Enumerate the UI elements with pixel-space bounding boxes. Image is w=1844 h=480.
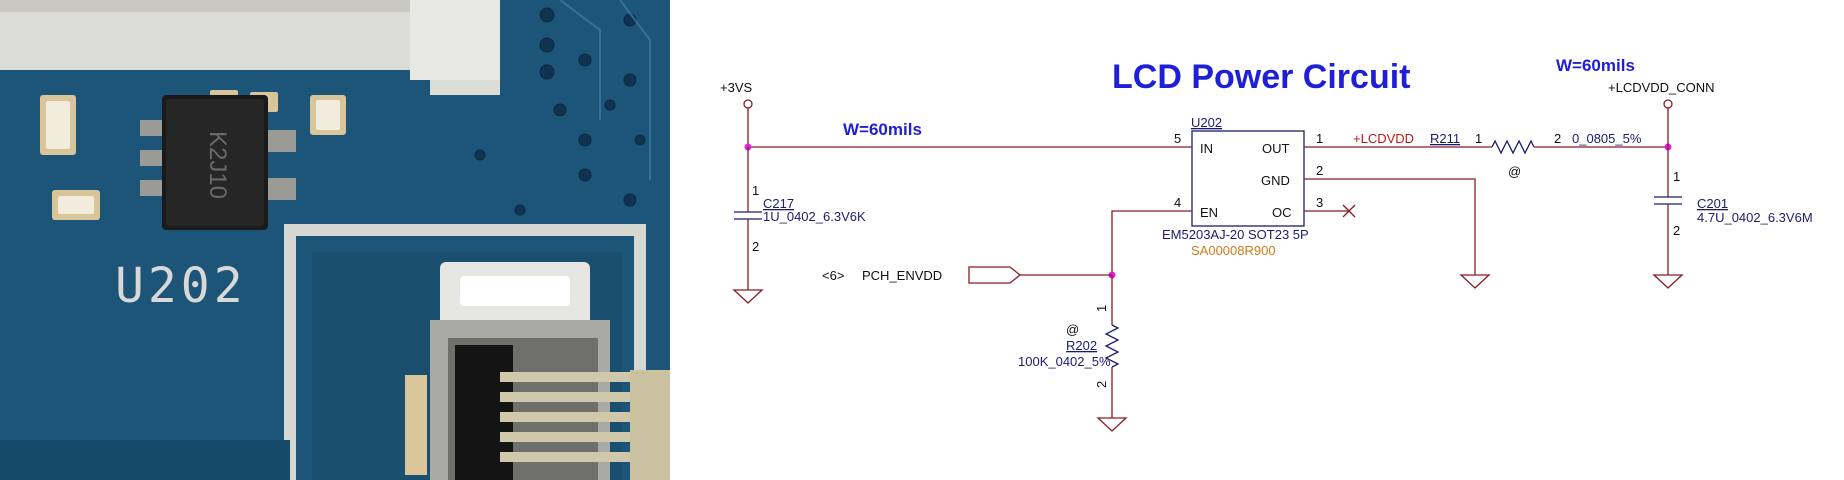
r211-pin1: 1: [1475, 131, 1482, 146]
c217-value: 1U_0402_6.3V6K: [763, 209, 866, 224]
ic-ref: U202: [1191, 115, 1222, 130]
net-lcdvdd-conn-label: +LCDVDD_CONN: [1608, 80, 1715, 95]
ic-u202: U202 IN OUT GND EN OC 5 1 2 4 3 EM5203AJ…: [1162, 115, 1323, 258]
c201-pin1: 1: [1673, 169, 1680, 184]
no-connect-mark: [1342, 204, 1356, 218]
width-note-left: W=60mils: [843, 120, 922, 139]
net-3vs-terminal: [743, 99, 753, 109]
width-note-right: W=60mils: [1556, 56, 1635, 75]
off-sheet-connector: [968, 266, 1022, 284]
ic-pin-gnd: GND: [1261, 173, 1290, 188]
wire-en: [1111, 210, 1192, 275]
c217-ref: C217: [763, 196, 794, 211]
silkscreen-label: U202: [115, 258, 247, 314]
ground-symbol: [1652, 274, 1684, 289]
ic-pin-out: OUT: [1262, 141, 1290, 156]
pch-net-label: PCH_ENVDD: [862, 268, 942, 283]
ic-pinnum-oc: 3: [1316, 195, 1323, 210]
ic-pinnum-gnd: 2: [1316, 163, 1323, 178]
ic-pinnum-out: 1: [1316, 131, 1323, 146]
pcb-photo: K2J10 U202: [0, 0, 670, 480]
via-grid: [474, 7, 646, 216]
connector-outline: [284, 224, 646, 480]
c217-pin1: 1: [752, 183, 759, 198]
r211-pin2: 2: [1554, 131, 1561, 146]
capacitor-c217: 1 2 C217 1U_0402_6.3V6K: [732, 147, 866, 304]
c217-pin2: 2: [752, 239, 759, 254]
c201-ref: C201: [1697, 196, 1728, 211]
c201-value: 4.7U_0402_6.3V6M: [1697, 210, 1813, 225]
r202-pin2: 2: [1094, 381, 1109, 388]
u202-chip-package: K2J10: [140, 95, 296, 230]
net-3vs-label: +3VS: [720, 80, 752, 95]
ic-pin-in: IN: [1200, 141, 1213, 156]
r202-at: @: [1066, 322, 1079, 337]
schematic: LCD Power Circuit W=60mils W=60mils +3VS…: [720, 56, 1813, 432]
r202-pin1: 1: [1094, 305, 1109, 312]
ic-pin-en: EN: [1200, 205, 1218, 220]
connector: [405, 262, 670, 480]
ic-pinnum-en: 4: [1174, 195, 1181, 210]
schematic-title: LCD Power Circuit: [1112, 58, 1410, 96]
ic-pin-oc: OC: [1272, 205, 1292, 220]
resistor-r211: R211 1 2 0_0805_5% @: [1430, 131, 1642, 179]
r211-ref: R211: [1430, 131, 1460, 146]
white-pad-area: [0, 0, 500, 95]
ground-symbol: [1096, 417, 1128, 432]
capacitor-c201: 1 2 C201 4.7U_0402_6.3V6M: [1652, 147, 1813, 289]
pch-sheet-ref: <6>: [822, 268, 844, 283]
ic-pinnum-in: 5: [1174, 131, 1181, 146]
ground-symbol: [732, 289, 764, 304]
ic-sa-number: SA00008R900: [1191, 243, 1276, 258]
r211-at: @: [1508, 164, 1521, 179]
resistor-r202: 1 2 @ R202 100K_0402_5%: [1018, 275, 1128, 432]
chip-marking: K2J10: [204, 131, 231, 199]
r202-value: 100K_0402_5%: [1018, 354, 1111, 369]
ic-part-number: EM5203AJ-20 SOT23 5P: [1162, 227, 1309, 242]
net-lcdvdd-conn-terminal: [1663, 99, 1673, 109]
wire-gnd: [1304, 178, 1476, 275]
r202-ref: R202: [1066, 338, 1097, 353]
c201-pin2: 2: [1673, 223, 1680, 238]
ground-symbol: [1459, 274, 1491, 289]
net-lcdvdd-label: +LCDVDD: [1353, 131, 1414, 146]
r211-value: 0_0805_5%: [1572, 131, 1642, 146]
